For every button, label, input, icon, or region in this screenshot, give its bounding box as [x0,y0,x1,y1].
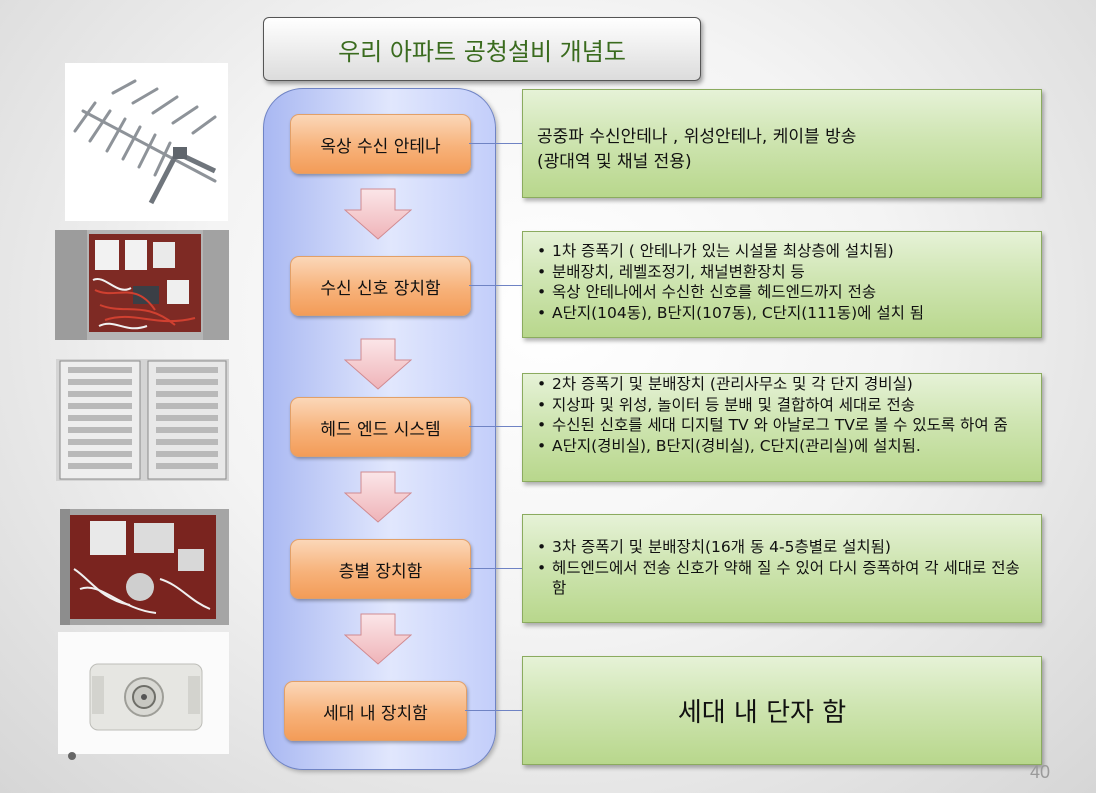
connector-line [469,568,522,569]
desc-antenna-line: (광대역 및 채널 전용) [537,152,692,172]
desc-antenna-line: 공중파 수신안테나 , 위성안테나, 케이블 방송 [537,127,857,147]
desc-bullet: 1차 증폭기 ( 안테나가 있는 시설물 최상층에 설치됨) [531,241,1041,262]
node-household-box: 세대 내 장치함 [284,681,467,741]
wall-outlet-photo [58,632,229,754]
down-arrow-icon [344,613,412,665]
slide-title: 우리 아파트 공청설비 개념도 [263,17,701,81]
desc-bullet: A단지(경비실), B단지(경비실), C단지(관리실)에 설치됨. [531,436,1021,457]
connector-line [469,426,522,427]
node-rooftop-antenna: 옥상 수신 안테나 [290,114,471,174]
node-head-end: 헤드 엔드 시스템 [290,397,471,457]
down-arrow-icon [344,471,412,523]
page-number: 40 [1030,762,1051,782]
desc-bullet: 분배장치, 레벨조정기, 채널변환장치 등 [531,262,1041,283]
desc-household-text: 세대 내 단자 함 [677,698,847,728]
desc-bullet: 2차 증폭기 및 분배장치 (관리사무소 및 각 단지 경비실) [531,374,1021,395]
desc-bullet: 헤드엔드에서 전송 신호가 약해 질 수 있어 다시 증폭하여 각 세대로 전송… [531,558,1021,599]
down-arrow-icon [344,188,412,240]
node-floor-box: 층별 장치함 [290,539,471,599]
desc-bullet: 수신된 신호를 세대 디지털 TV 와 아날로그 TV로 볼 수 있도록 하여 … [531,415,1021,436]
desc-antenna: 공중파 수신안테나 , 위성안테나, 케이블 방송 (광대역 및 채널 전용) [522,89,1042,198]
desc-bullet: 옥상 안테나에서 수신한 신호를 헤드엔드까지 전송 [531,282,1041,303]
node-receiver-box: 수신 신호 장치함 [290,256,471,316]
desc-headend: 2차 증폭기 및 분배장치 (관리사무소 및 각 단지 경비실) 지상파 및 위… [522,373,1042,482]
desc-bullet: A단지(104동), B단지(107동), C단지(111동)에 설치 됨 [531,303,1041,324]
desc-bullet: 지상파 및 위성, 놀이터 등 분배 및 결합하여 세대로 전송 [531,395,1021,416]
receiver-cabinet-photo [55,230,229,340]
antenna-photo [65,63,228,221]
connector-line [465,710,522,711]
connector-line [469,285,522,286]
headend-rack-photo [56,359,229,481]
down-arrow-icon [344,338,412,390]
bullet-dot [68,752,76,760]
desc-bullet: 3차 증폭기 및 분배장치(16개 동 4-5층별로 설치됨) [531,537,1021,558]
desc-household: 세대 내 단자 함 [522,656,1042,765]
desc-receiver: 1차 증폭기 ( 안테나가 있는 시설물 최상층에 설치됨) 분배장치, 레벨조… [522,231,1042,338]
connector-line [469,143,522,144]
desc-floor: 3차 증폭기 및 분배장치(16개 동 4-5층별로 설치됨) 헤드엔드에서 전… [522,514,1042,623]
floor-cabinet-photo [60,509,229,625]
